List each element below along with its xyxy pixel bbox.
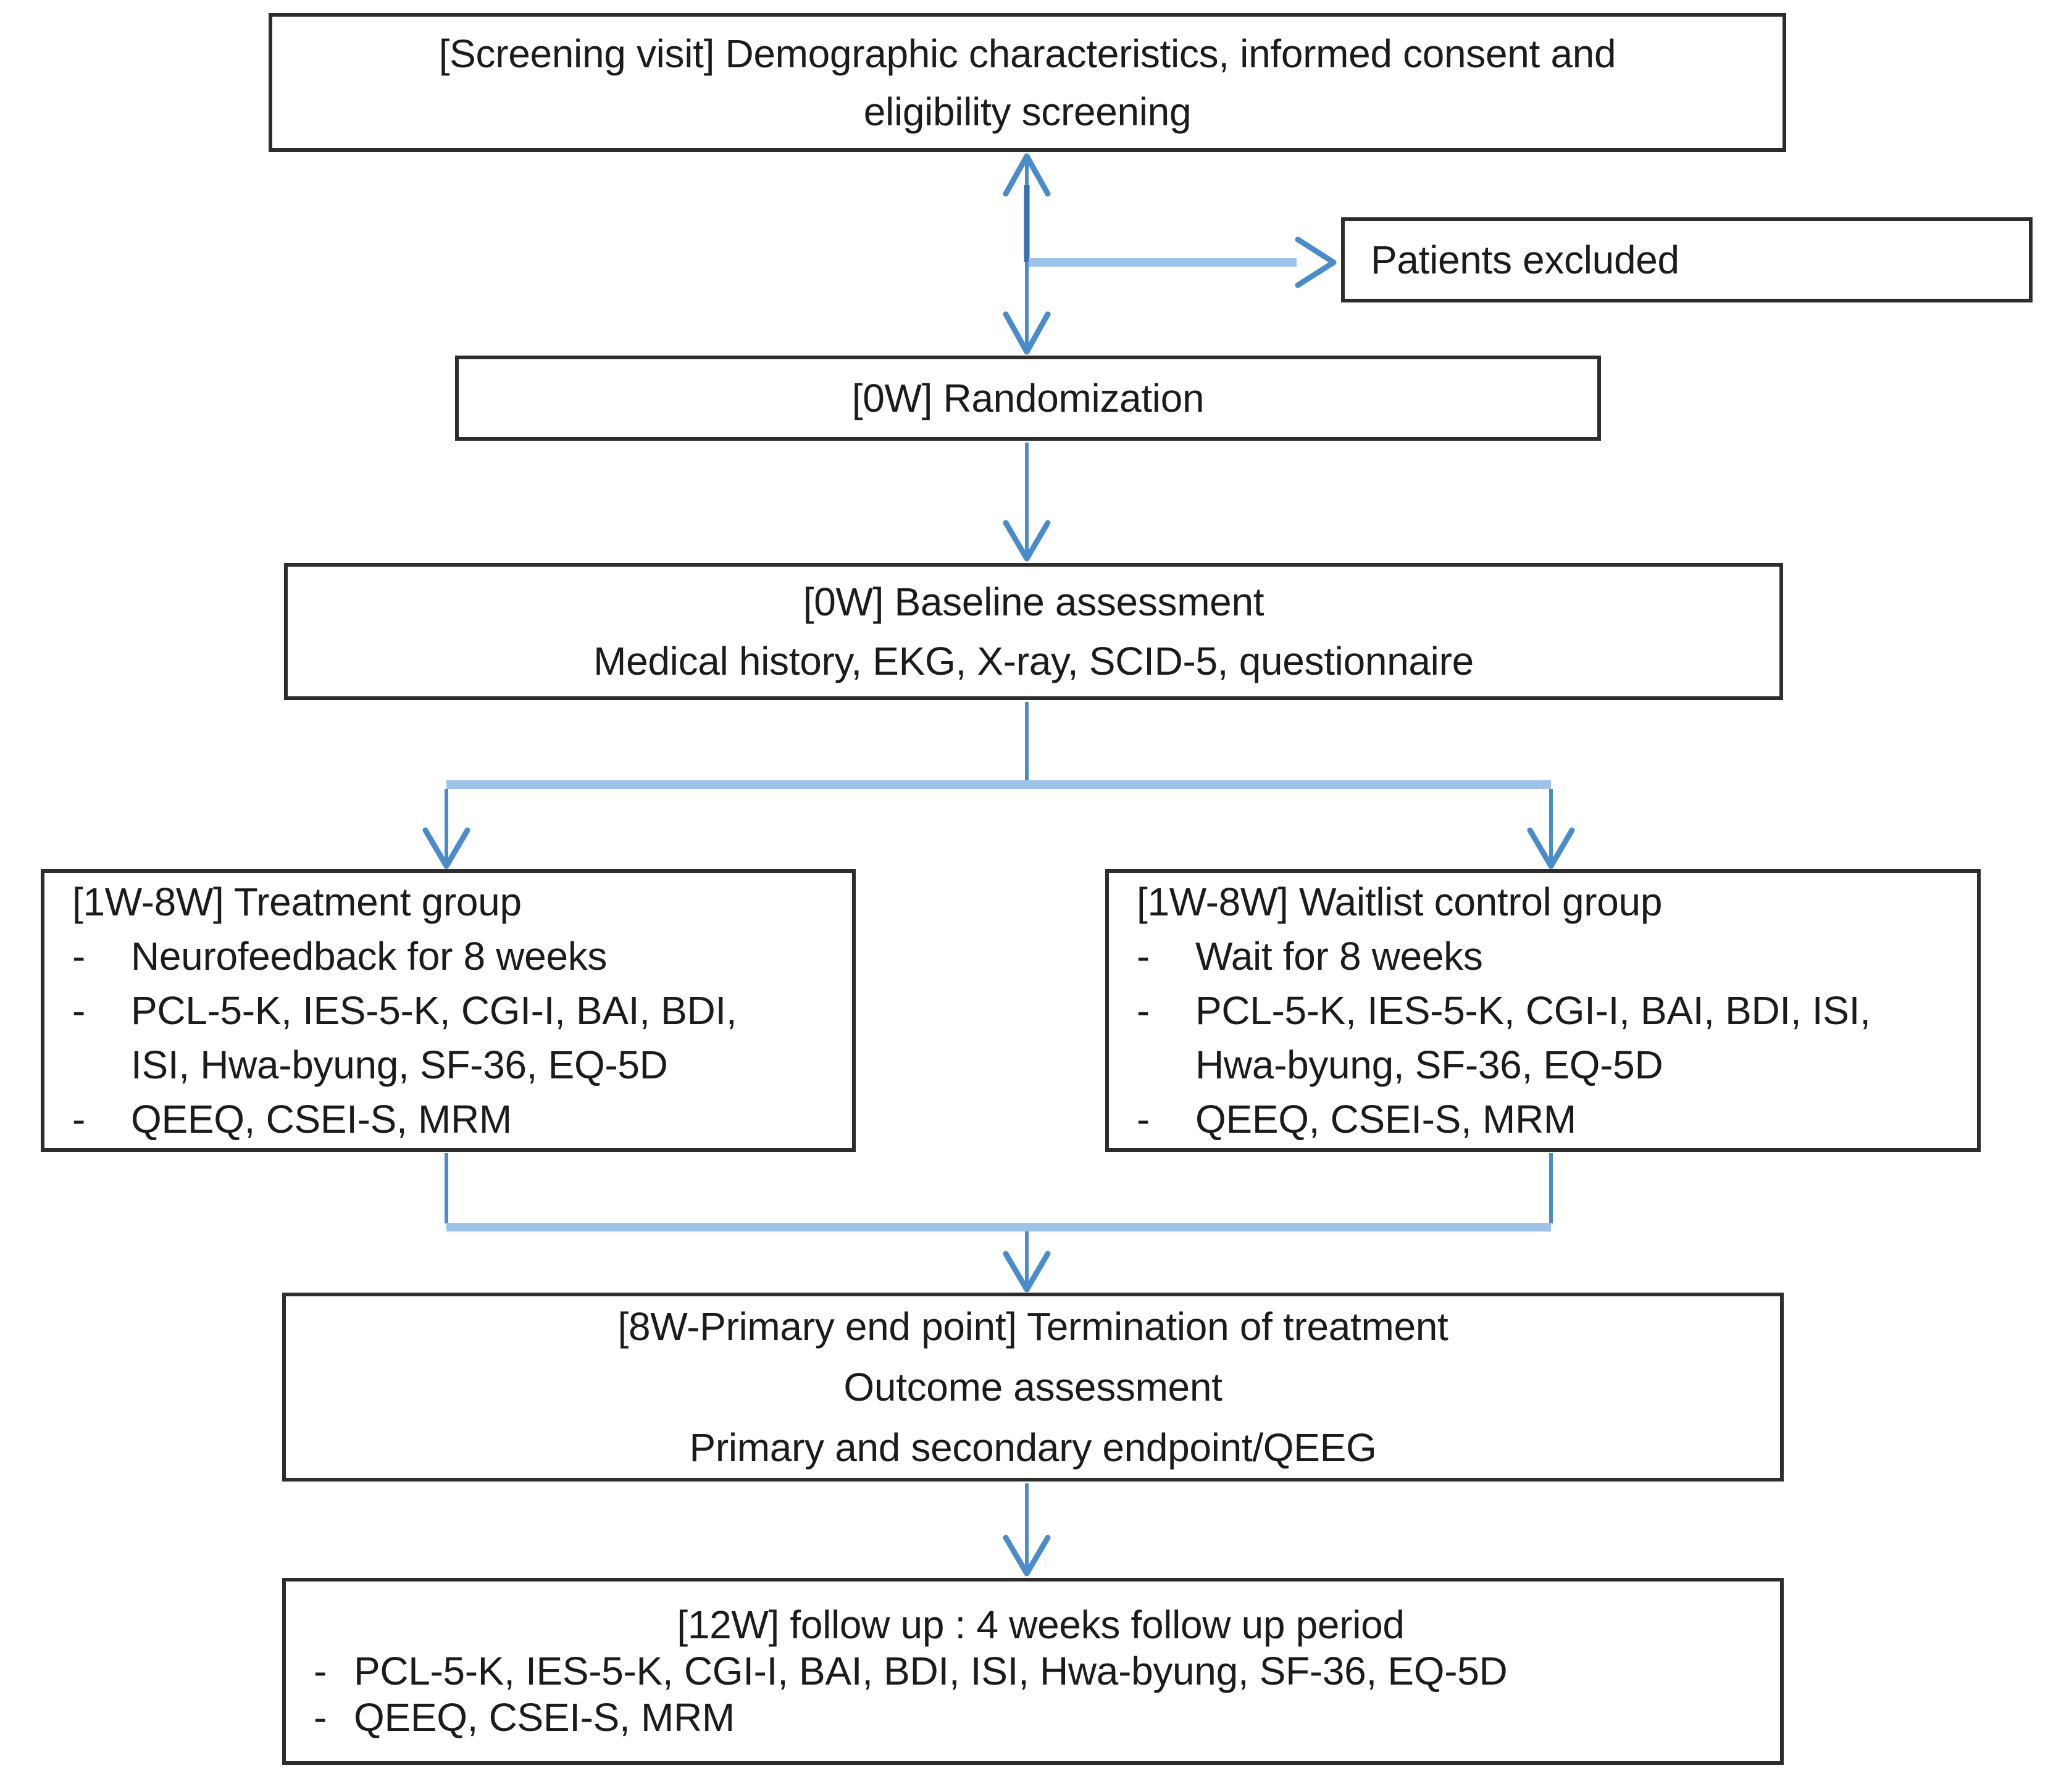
node-text-line: Outcome assessment (843, 1365, 1223, 1409)
bullet-marker: - (1137, 934, 1150, 978)
node-text-line: Medical history, EKG, X-ray, SCID-5, que… (593, 639, 1474, 683)
bullet-marker: - (314, 1649, 327, 1693)
bullet-item: - QEEQ, CSEI-S, MRM (314, 1694, 1768, 1741)
bullet-text-line: PCL-5-K, IES-5-K, CGI-I, BAI, BDI, (131, 988, 737, 1033)
node-title: [1W-8W] Waitlist control group (1137, 880, 1663, 924)
bullet-text: PCL-5-K, IES-5-K, CGI-I, BAI, BDI, ISI, … (354, 1648, 1768, 1694)
bullet-text-line: QEEQ, CSEI-S, MRM (1195, 1097, 1576, 1141)
connector-randomization-to-baseline (1003, 443, 1051, 562)
arrowhead-down-icon (1003, 1251, 1051, 1293)
node-text-line: [Screening visit] Demographic characteri… (438, 31, 1616, 76)
bullet-marker: - (72, 1097, 85, 1141)
connector-branch-to-patients-excluded (1029, 236, 1337, 288)
node-text-line: eligibility screening (863, 89, 1192, 134)
connector-baseline-split-to-groups (422, 702, 1575, 869)
node-treatment-group: [1W-8W] Treatment group - Neurofeedback … (41, 869, 856, 1152)
bullet-text: Neurofeedback for 8 weeks (131, 929, 840, 983)
bullet-item: - PCL-5-K, IES-5-K, CGI-I, BAI, BDI, ISI… (1137, 983, 1965, 1092)
bullet-text-line: Wait for 8 weeks (1195, 934, 1483, 978)
arrowhead-down-icon (1527, 827, 1575, 869)
bullet-marker: - (72, 988, 85, 1033)
bullet-marker: - (72, 934, 85, 978)
node-patients-excluded: Patients excluded (1341, 217, 2033, 302)
connector-screening-to-randomization (1003, 153, 1051, 355)
bullet-text: PCL-5-K, IES-5-K, CGI-I, BAI, BDI, ISI, … (131, 983, 840, 1092)
bullet-text-line: QEEQ, CSEI-S, MRM (131, 1097, 512, 1141)
node-primary-endpoint: [8W-Primary end point] Termination of tr… (282, 1293, 1784, 1482)
node-title: [1W-8W] Treatment group (72, 880, 522, 924)
node-randomization: [0W] Randomization (455, 356, 1601, 441)
arrowhead-up-icon (1003, 153, 1051, 197)
arrowhead-down-icon (1003, 311, 1051, 355)
bullet-item: - PCL-5-K, IES-5-K, CGI-I, BAI, BDI, ISI… (72, 983, 840, 1092)
arrowhead-down-icon (1003, 520, 1051, 562)
bullet-text: PCL-5-K, IES-5-K, CGI-I, BAI, BDI, ISI, … (1195, 983, 1965, 1092)
bullet-marker: - (1137, 1097, 1150, 1141)
bullet-text-line: PCL-5-K, IES-5-K, CGI-I, BAI, BDI, ISI, (1195, 988, 1871, 1033)
node-text-line: [8W-Primary end point] Termination of tr… (617, 1304, 1448, 1349)
connector-groups-merge-to-endpoint (445, 1153, 1553, 1293)
bullet-text-line: Hwa-byung, SF-36, EQ-5D (1195, 1043, 1663, 1087)
bullet-text-line: QEEQ, CSEI-S, MRM (354, 1695, 735, 1740)
bullet-text-line: ISI, Hwa-byung, SF-36, EQ-5D (131, 1043, 668, 1087)
bullet-text: QEEQ, CSEI-S, MRM (354, 1694, 1768, 1741)
arrowhead-down-icon (1003, 1535, 1051, 1577)
bullet-text: QEEQ, CSEI-S, MRM (131, 1092, 840, 1146)
bullet-item: - QEEQ, CSEI-S, MRM (72, 1092, 840, 1146)
bullet-text: Wait for 8 weeks (1195, 929, 1965, 983)
arrowhead-right-icon (1295, 236, 1337, 288)
node-title: [12W] follow up : 4 weeks follow up peri… (677, 1602, 1405, 1647)
bullet-marker: - (314, 1695, 327, 1740)
bullet-marker: - (1137, 988, 1150, 1033)
node-followup: [12W] follow up : 4 weeks follow up peri… (282, 1578, 1784, 1765)
node-text-line: Primary and secondary endpoint/QEEG (689, 1425, 1377, 1470)
bullet-text-line: PCL-5-K, IES-5-K, CGI-I, BAI, BDI, ISI, … (354, 1649, 1508, 1693)
node-waitlist-control-group: [1W-8W] Waitlist control group - Wait fo… (1105, 869, 1981, 1152)
bullet-item: - Neurofeedback for 8 weeks (72, 929, 840, 983)
node-baseline-assessment: [0W] Baseline assessment Medical history… (284, 563, 1783, 700)
connector-endpoint-to-followup (1003, 1483, 1051, 1577)
bullet-text-line: Neurofeedback for 8 weeks (131, 934, 608, 978)
node-screening-visit: [Screening visit] Demographic characteri… (269, 13, 1786, 152)
node-text-line: Patients excluded (1371, 238, 1679, 282)
bullet-item: - Wait for 8 weeks (1137, 929, 1965, 983)
bullet-item: - QEEQ, CSEI-S, MRM (1137, 1092, 1965, 1146)
node-text-line: [0W] Randomization (851, 376, 1205, 420)
node-text-line: [0W] Baseline assessment (803, 580, 1264, 624)
arrowhead-down-icon (422, 827, 470, 869)
bullet-text: QEEQ, CSEI-S, MRM (1195, 1092, 1965, 1146)
bullet-item: - PCL-5-K, IES-5-K, CGI-I, BAI, BDI, ISI… (314, 1648, 1768, 1694)
